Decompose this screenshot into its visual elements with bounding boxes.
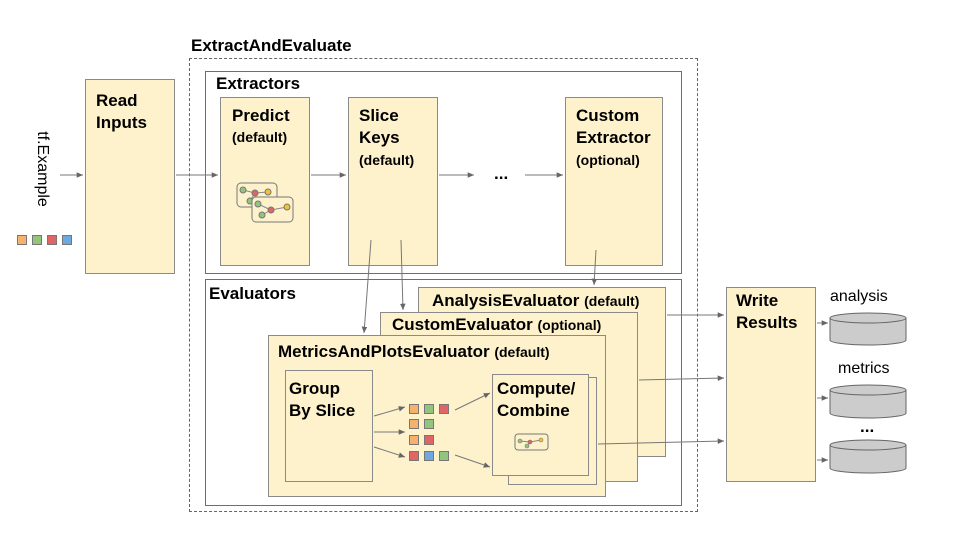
output-metrics-label: metrics [838,360,890,377]
model-graph-icon [236,182,294,223]
group-by-slice-box [285,370,373,482]
custom-evaluator-name: CustomEvaluator [392,315,533,334]
evaluators-title: Evaluators [209,284,296,303]
write-results-box [726,287,816,482]
custom-extractor-name: Custom Extractor [576,106,651,147]
custom-extractor-tag: (optional) [576,152,640,168]
arrow-custom-evaluator-to-write [638,375,725,381]
input-feature-green [32,235,42,245]
slice-square-orange-1 [409,404,419,414]
read-inputs-box [85,79,175,274]
extract-and-evaluate-container [189,58,698,512]
analysis-evaluator-tag: (default) [584,293,640,309]
arrow-group-to-slice-row-1 [373,406,406,417]
analysis-evaluator-label: AnalysisEvaluator (default) [432,290,639,312]
slice-square-orange-3 [409,435,419,445]
slice-square-green-2 [424,419,434,429]
slice-square-green-1 [424,404,434,414]
slice-square-red-2 [424,435,434,445]
input-feature-orange [17,235,27,245]
slice-keys-extractor-box [348,97,438,266]
metrics-and-plots-evaluator-tag: (default) [494,344,550,360]
arrow-custom-extractor-to-analysis [591,249,598,286]
slice-square-blue-1 [424,451,434,461]
predict-extractor-name: Predict [232,106,290,125]
combine-graph-icon [514,433,549,451]
output-analysis-label: analysis [830,288,888,305]
custom-evaluator-label: CustomEvaluator (optional) [392,314,601,336]
slice-square-red-1 [439,404,449,414]
compute-combine-box [492,374,589,476]
output-ellipsis: ... [860,417,875,436]
arrow-slice-to-custom-evaluator [400,239,406,311]
predict-extractor-box [220,97,310,266]
predict-extractor-tag: (default) [232,129,288,145]
slice-square-green-3 [439,451,449,461]
write-results-label: Write Results [736,291,798,332]
input-feature-blue [62,235,72,245]
extract-and-evaluate-title: ExtractAndEvaluate [191,36,352,55]
group-by-slice-label: Group By Slice [289,379,356,420]
slice-square-red-3 [409,451,419,461]
extractors-title: Extractors [216,74,301,93]
arrow-group-to-slice-row-3 [373,446,406,458]
custom-extractor-box [565,97,663,266]
extractors-ellipsis: ... [494,164,509,183]
metrics-and-plots-evaluator-label: MetricsAndPlotsEvaluator (default) [278,341,550,363]
arrow-slice-to-metrics-evaluator [361,239,372,334]
arrow-slices-to-compute-top [454,392,491,411]
analysis-evaluator-name: AnalysisEvaluator [432,291,580,310]
compute-combine-label: Compute/ Combine [497,379,576,420]
slice-keys-extractor-name: Slice Keys [359,106,400,147]
analysis-database-icon [829,312,907,346]
arrow-compute-to-write [597,438,725,445]
metrics-and-plots-evaluator-name: MetricsAndPlotsEvaluator [278,342,490,361]
slice-square-orange-2 [409,419,419,429]
metrics-database-icon [829,384,907,419]
custom-evaluator-tag: (optional) [537,317,602,333]
slice-keys-extractor-tag: (default) [359,152,415,168]
input-feature-red [47,235,57,245]
more-database-icon [829,439,907,474]
read-inputs-label: Read Inputs [96,91,147,132]
arrow-slices-to-compute-bottom [454,454,491,468]
